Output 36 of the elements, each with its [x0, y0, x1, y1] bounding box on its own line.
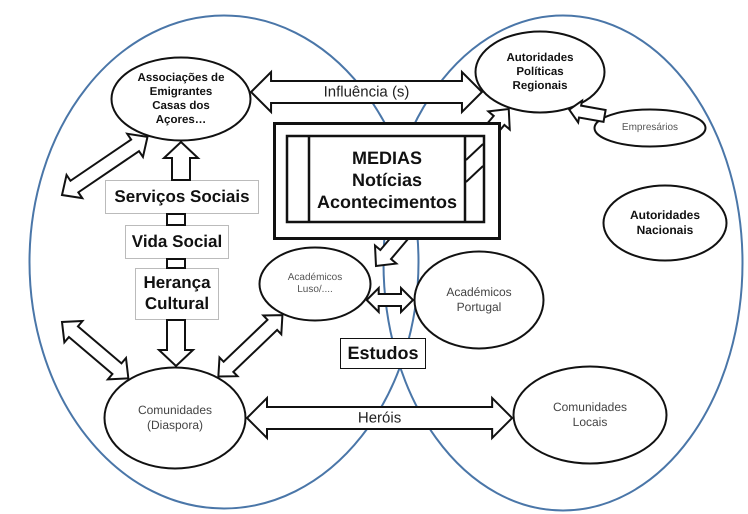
node-label: Académicos Portugal: [445, 285, 513, 315]
label-box: [125, 225, 229, 259]
node-label: Vida Social: [132, 232, 222, 252]
node-label: Empresários: [622, 122, 678, 134]
block-arrow: [217, 314, 284, 378]
block-arrow: [60, 132, 149, 200]
node-label: Associações de Emigrantes Casas dos Açores…: [136, 70, 226, 128]
node-label: Estudos: [347, 342, 418, 364]
label-box: [135, 268, 219, 320]
block-arrow: [374, 108, 511, 268]
block-arrow: [365, 286, 414, 314]
ellipse-node: [593, 108, 707, 148]
node-label: MEDIAS Notícias Acontecimentos: [316, 148, 457, 214]
block-arrow: [568, 98, 607, 125]
block-arrow: [156, 319, 196, 368]
node-label: Comunidades (Diaspora): [136, 403, 214, 433]
block-arrow: [166, 258, 186, 269]
block-arrow: [166, 213, 186, 226]
label-box: [105, 180, 259, 214]
ellipse-node: [258, 246, 372, 322]
node-label: Autoridades Nacionais: [628, 208, 701, 238]
block-arrow: [161, 140, 201, 181]
ellipse-node: [474, 30, 606, 114]
node-label: Herança Cultural: [143, 273, 211, 315]
block-arrow: [246, 396, 514, 440]
node-label: Serviços Sociais: [114, 186, 250, 208]
media-box: [273, 122, 501, 240]
ellipse-node: [512, 365, 668, 465]
ellipse-node: [103, 366, 247, 470]
label-box: [340, 338, 426, 369]
block-arrow: [60, 320, 130, 380]
node-label: Comunidades Locais: [552, 400, 628, 430]
ellipse-node: [602, 184, 728, 262]
node-label: Autoridades Políticas Regionais: [505, 50, 575, 94]
ellipse-node: [110, 56, 252, 142]
node-label: Académicos Luso/....: [286, 272, 344, 296]
